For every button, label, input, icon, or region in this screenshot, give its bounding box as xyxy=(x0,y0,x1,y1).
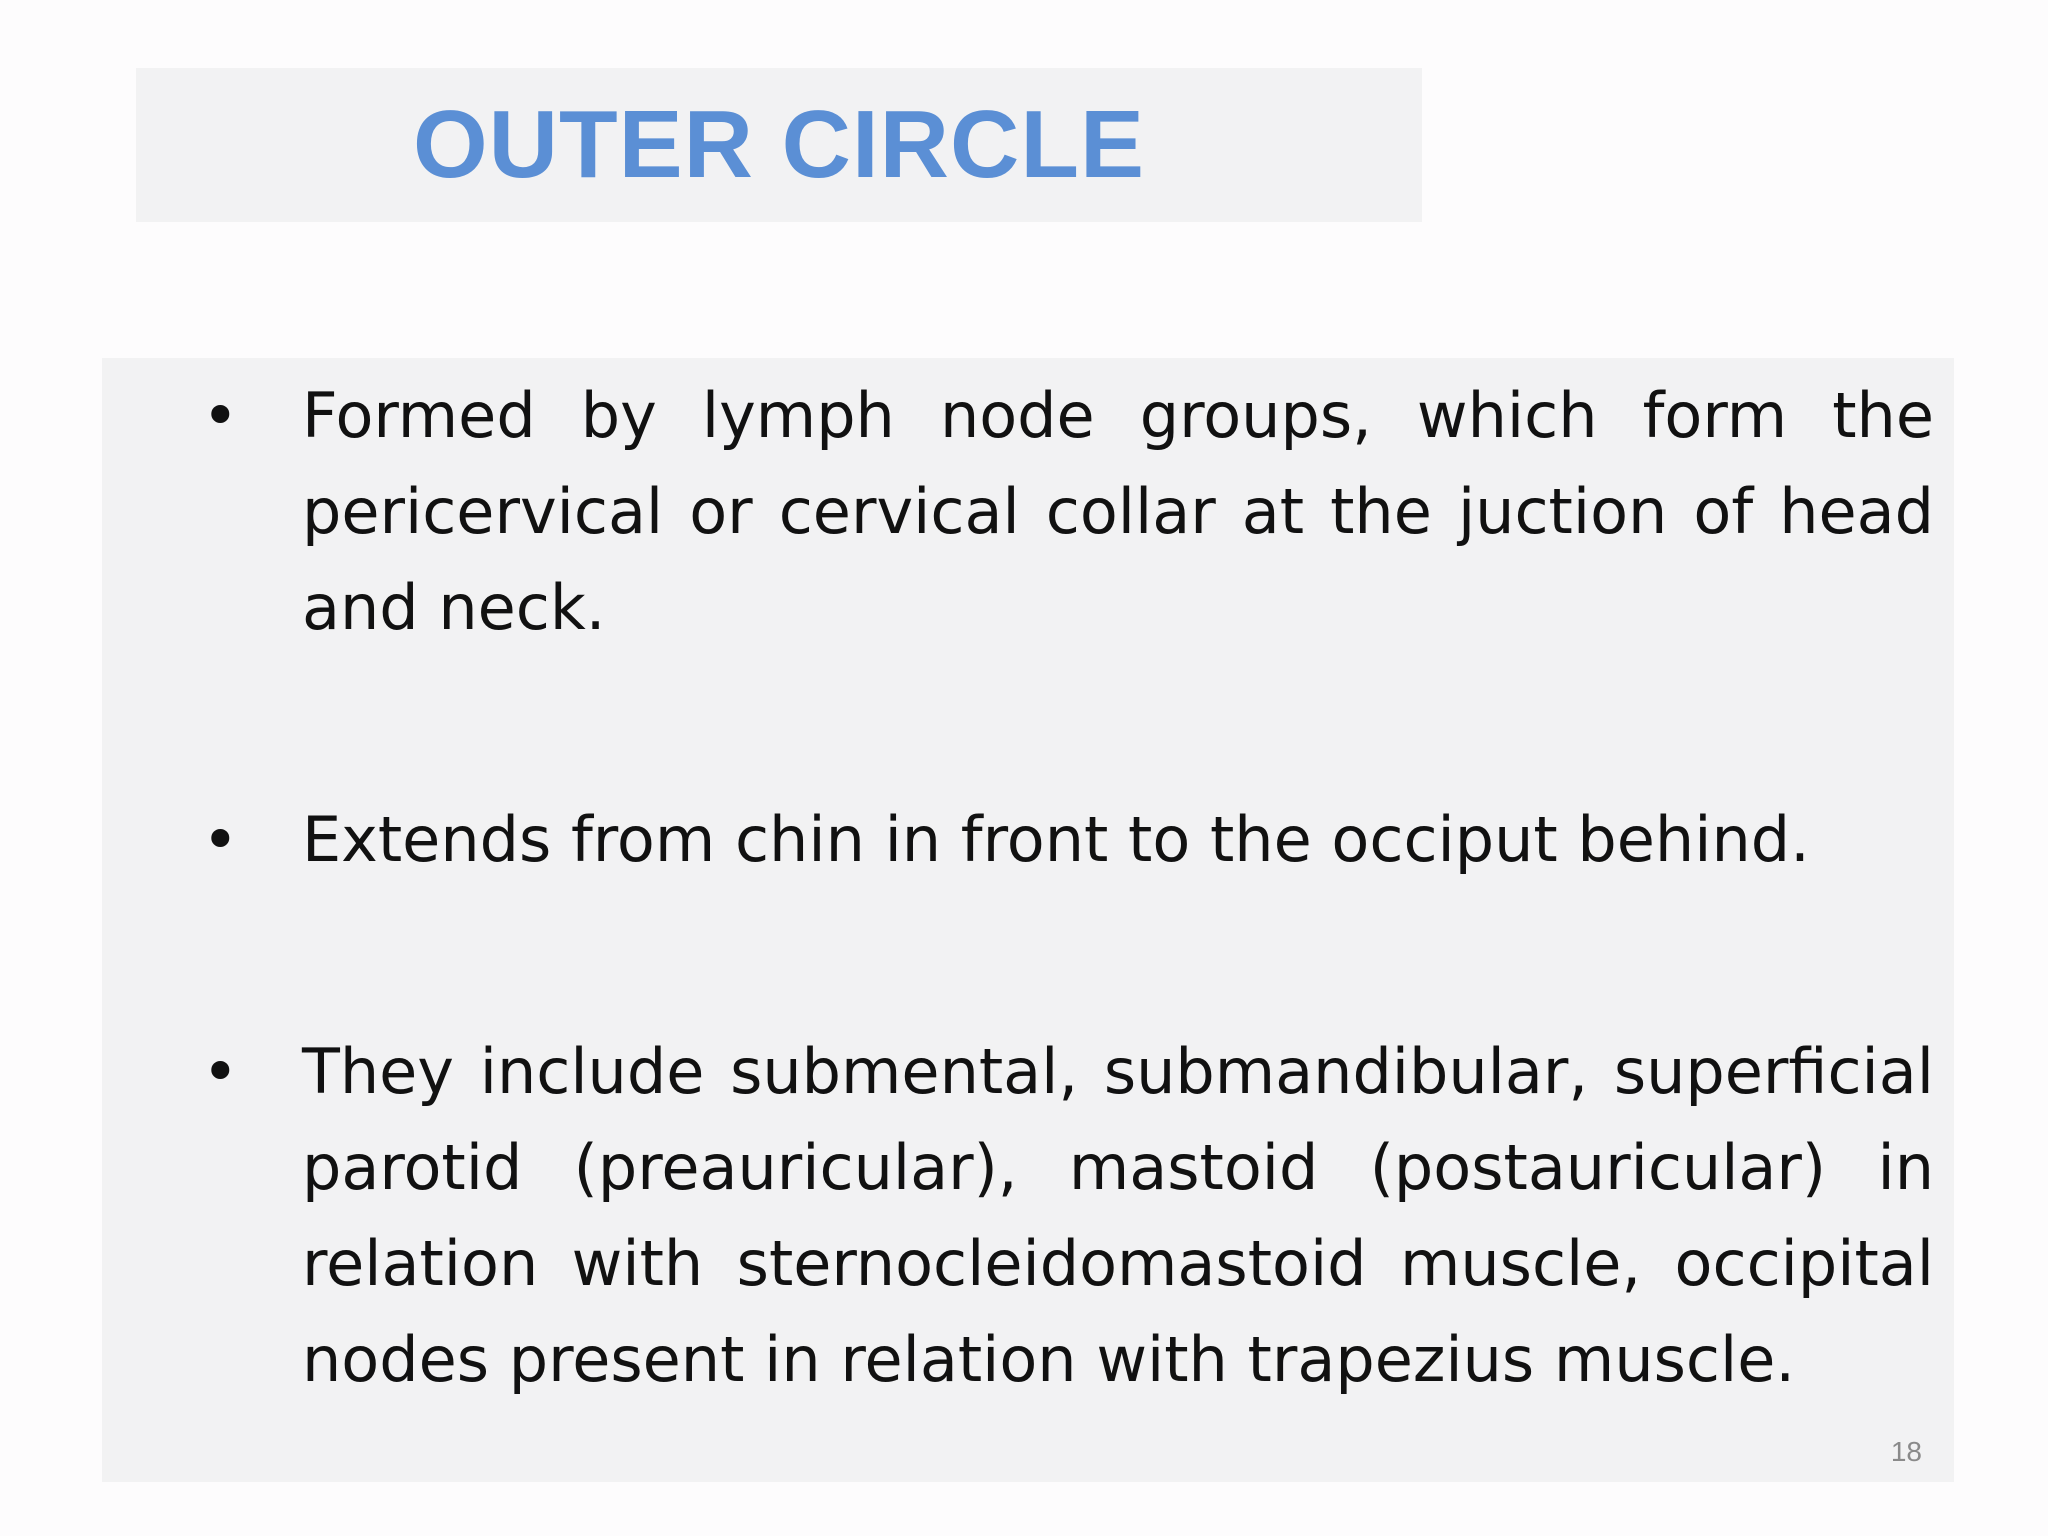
bullet-marker: • xyxy=(202,1035,239,1108)
page-number: 18 xyxy=(1890,1436,1922,1467)
title-panel: OUTER CIRCLE xyxy=(136,68,1422,222)
content-panel: • Formed by lymph node groups, which for… xyxy=(102,358,1954,1482)
slide-title: OUTER CIRCLE xyxy=(413,91,1145,198)
bullet-marker: • xyxy=(202,379,239,452)
bullet-marker: • xyxy=(202,803,239,876)
bullet-text: Formed by lymph node groups, which form … xyxy=(302,379,1934,644)
bullet-text: Extends from chin in front to the occipu… xyxy=(302,803,1810,876)
bullet-item: • Extends from chin in front to the occi… xyxy=(202,792,1934,888)
bullet-item: • They include submental, submandibular,… xyxy=(202,1024,1934,1408)
bullet-text: They include submental, submandibular, s… xyxy=(302,1035,1934,1396)
bullet-item: • Formed by lymph node groups, which for… xyxy=(202,368,1934,656)
